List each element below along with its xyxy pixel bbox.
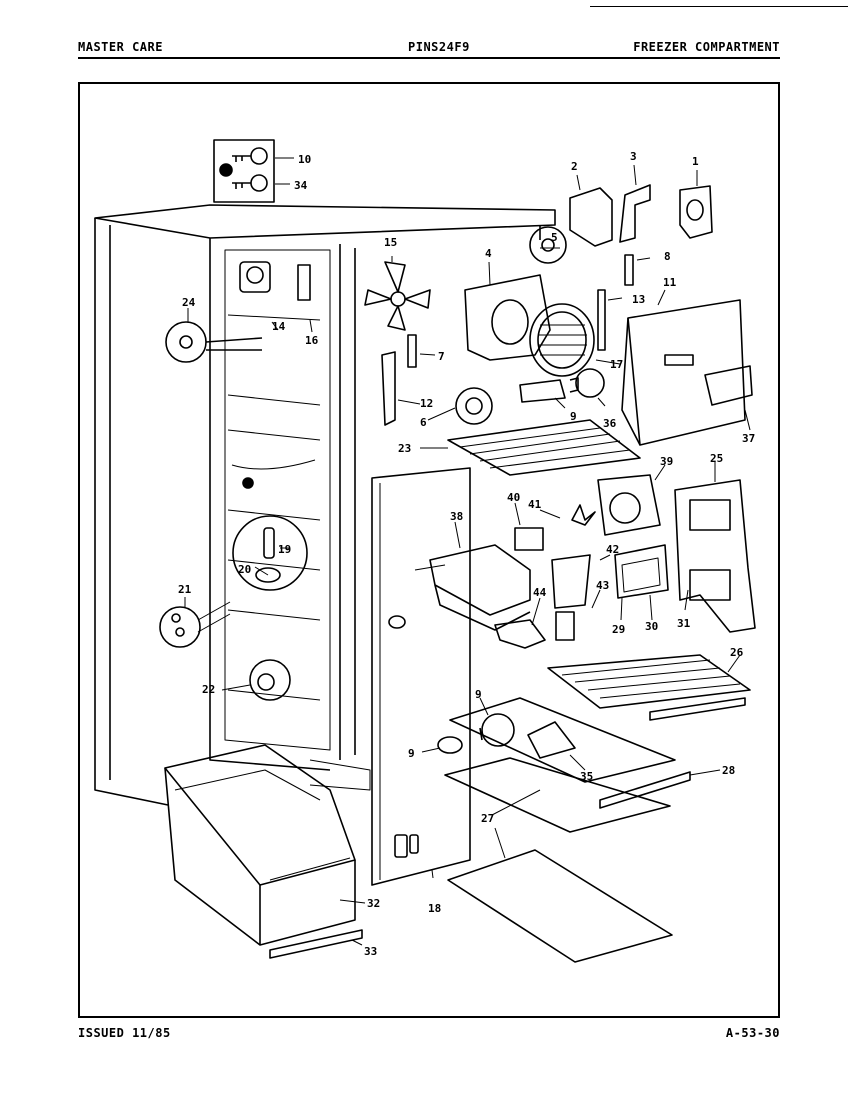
diagram-frame (78, 82, 780, 1018)
panel-36 (449, 697, 676, 783)
callout-42: 41 (528, 498, 542, 511)
callout-11: 10 (298, 153, 311, 166)
callout-34: 33 (364, 945, 377, 958)
bulb-37 (575, 368, 605, 398)
callout-45: 44 (533, 586, 547, 599)
top-corner-rule (590, 6, 848, 7)
callout-9b: 9 (408, 747, 415, 760)
clip-8 (624, 254, 634, 286)
block-36 (527, 721, 576, 759)
callout-39: 38 (450, 510, 463, 523)
callout-28: 27 (481, 812, 494, 825)
ice-bucket (164, 744, 356, 946)
callout-36: 35 (580, 770, 593, 783)
header-brand: MASTER CARE (78, 40, 163, 54)
callout-37: 36 (603, 417, 617, 430)
parts-25 (165, 321, 263, 363)
callout-labels: 10 34 2 3 1 15 4 5 8 11 13 24 14 16 7 17… (178, 150, 755, 958)
key-kit (213, 139, 275, 203)
glass-28 (444, 757, 671, 833)
callout-31: 30 (645, 620, 658, 633)
callout-9a: 9 (570, 410, 577, 423)
socket-9-lower (437, 736, 463, 754)
callout-21: 20 (238, 563, 251, 576)
bracket-14 (597, 289, 606, 351)
callout-19: 18 (428, 902, 441, 915)
callout-38: 37 (742, 432, 755, 445)
callout-2: 2 (571, 160, 578, 173)
rear-cover-12 (621, 299, 753, 446)
duct-26 (674, 479, 756, 633)
header-model: PINS24F9 (408, 40, 470, 54)
callout-20: 19 (278, 543, 291, 556)
parts-22 (159, 601, 231, 648)
callout-13: 12 (420, 397, 433, 410)
callout-24: 23 (398, 442, 411, 455)
callout-6: 6 (420, 416, 427, 429)
bucket-strip-34 (269, 929, 363, 959)
ice-maker (414, 544, 546, 649)
callout-18: 17 (610, 358, 623, 371)
callout-15: 14 (272, 320, 286, 333)
thermostat-6 (455, 387, 493, 425)
socket-9 (519, 379, 566, 403)
callout-43: 42 (606, 543, 619, 556)
callout-16: 15 (384, 236, 397, 249)
callout-41: 40 (507, 491, 520, 504)
header-rule (78, 57, 780, 59)
callout-44: 43 (596, 579, 609, 592)
cabinet-shell (94, 204, 556, 806)
cover-43 (551, 554, 591, 609)
clip-7 (407, 334, 417, 368)
lower-shelf (547, 654, 751, 721)
pan-bottom (447, 849, 673, 963)
callout-23: 22 (202, 683, 215, 696)
light-socket-1 (679, 185, 713, 239)
callout-4: 4 (485, 247, 492, 260)
upper-shelf (447, 419, 641, 476)
callout-26: 25 (710, 452, 723, 465)
motor-41 (514, 527, 544, 551)
footer-code: A-53-30 (725, 1026, 780, 1040)
bracket-2 (569, 187, 613, 247)
fan-42 (571, 504, 596, 526)
callout-14: 13 (632, 293, 645, 306)
callout-25: 24 (182, 296, 196, 309)
callout-32: 31 (677, 617, 691, 630)
callout-40: 39 (660, 455, 673, 468)
bracket-13 (381, 351, 396, 426)
clip-17 (297, 264, 311, 301)
callout-33: 32 (367, 897, 380, 910)
callout-3: 3 (630, 150, 637, 163)
parts-23 (249, 659, 291, 701)
marker-dot (242, 477, 254, 489)
callout-10: 9 (475, 688, 482, 701)
parts-20-21 (232, 515, 308, 591)
callout-22: 21 (178, 583, 192, 596)
fan-bracket (464, 226, 567, 361)
grille-31 (614, 544, 669, 599)
header-section: FREEZER COMPARTMENT (633, 40, 780, 54)
callout-5: 5 (551, 231, 558, 244)
clip-44 (555, 611, 575, 641)
footer-issued: ISSUED 11/85 (78, 1026, 171, 1040)
callout-29: 28 (722, 764, 735, 777)
callout-1: 1 (692, 155, 699, 168)
callout-12: 11 (663, 276, 677, 289)
callout-30: 29 (612, 623, 625, 636)
callout-35: 34 (294, 179, 308, 192)
parts-15 (239, 261, 271, 293)
bulb-10 (481, 713, 515, 747)
freezer-liner-panel (371, 467, 471, 886)
callout-8: 8 (664, 250, 671, 263)
strip-29 (599, 771, 691, 809)
motor-40 (597, 474, 661, 536)
callout-27: 26 (730, 646, 744, 659)
callout-7: 7 (438, 350, 445, 363)
callout-17: 16 (305, 334, 319, 347)
evaporator-grille (529, 303, 595, 377)
bracket-3 (619, 184, 651, 243)
fan-blade (364, 261, 431, 331)
